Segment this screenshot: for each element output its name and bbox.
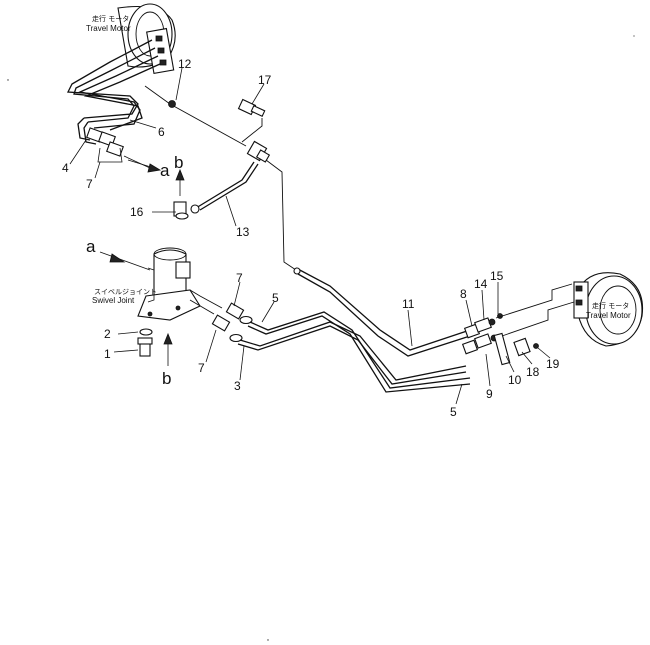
callout-3: 3 (234, 379, 241, 393)
pipe-3 (229, 321, 467, 385)
travel-motor-right-en-label: Travel Motor (586, 311, 631, 320)
travel-motor-left-jp-label: 走行 モータ (92, 14, 129, 23)
travel-motor-right: 走行 モータ Travel Motor (573, 272, 644, 347)
fitting-19 (533, 343, 539, 349)
callout-2: 2 (104, 327, 111, 341)
pipe-11 (265, 159, 471, 357)
callout-1: 1 (104, 347, 111, 361)
view-letter-a-left: a (86, 237, 96, 256)
view-arrow-b-bottom (163, 332, 173, 366)
pipe-5-upper (239, 311, 471, 393)
scan-specks (7, 35, 635, 641)
travel-motor-left: 走行 モータ Travel Motor (86, 3, 176, 75)
callout-18: 18 (526, 365, 540, 379)
view-arrow-a-left (99, 251, 151, 271)
pipe-13 (190, 140, 271, 214)
callout-17: 17 (258, 73, 272, 87)
swivel-joint-en-label: Swivel Joint (92, 296, 135, 305)
pipe-12 (144, 85, 247, 147)
swivel-bracket (189, 289, 245, 332)
view-arrow-b-top (175, 168, 185, 196)
view-letter-a-right: a (160, 161, 170, 180)
callout-10: 10 (508, 373, 522, 387)
callout-16: 16 (130, 205, 144, 219)
view-letter-b-top: b (174, 153, 183, 172)
callout-12: 12 (178, 57, 192, 71)
leader-lines (69, 67, 551, 405)
fitting-16 (173, 201, 189, 220)
left-motor-pipe-bundle (66, 39, 161, 145)
right-motor-lines (495, 283, 575, 337)
callout-5-left: 5 (272, 291, 279, 305)
callout-5-right: 5 (450, 405, 457, 419)
callout-6: 6 (158, 125, 165, 139)
callout-13: 13 (236, 225, 250, 239)
washer-2 (139, 328, 153, 336)
callout-9: 9 (486, 387, 493, 401)
left-fittings (86, 127, 151, 169)
callout-4: 4 (62, 161, 69, 175)
fitting-17 (237, 98, 266, 143)
swivel-joint: スイベルジョイント Swivel Joint (92, 247, 201, 321)
callout-19: 19 (546, 357, 560, 371)
callout-8: 8 (460, 287, 467, 301)
right-fittings (461, 313, 511, 366)
swivel-joint-jp-label: スイベルジョイント (94, 288, 157, 296)
callout-labels: 12 17 6 4 7 16 13 7 5 2 1 7 3 11 8 14 15… (62, 57, 560, 419)
callout-11: 11 (402, 297, 415, 311)
view-arrow-a-top (127, 159, 162, 173)
callout-7-top: 7 (86, 177, 93, 191)
fitting-18 (513, 337, 531, 357)
travel-motor-right-jp-label: 走行 モータ (592, 301, 629, 310)
view-letter-b-bottom: b (162, 369, 171, 388)
travel-motor-left-en-label: Travel Motor (86, 24, 131, 33)
bolt-1 (137, 337, 153, 357)
view-letters: b a a b (86, 153, 183, 388)
callout-7-mid: 7 (236, 271, 243, 285)
callout-15: 15 (490, 269, 504, 283)
callout-14: 14 (474, 277, 488, 291)
callout-7-bottom: 7 (198, 361, 205, 375)
